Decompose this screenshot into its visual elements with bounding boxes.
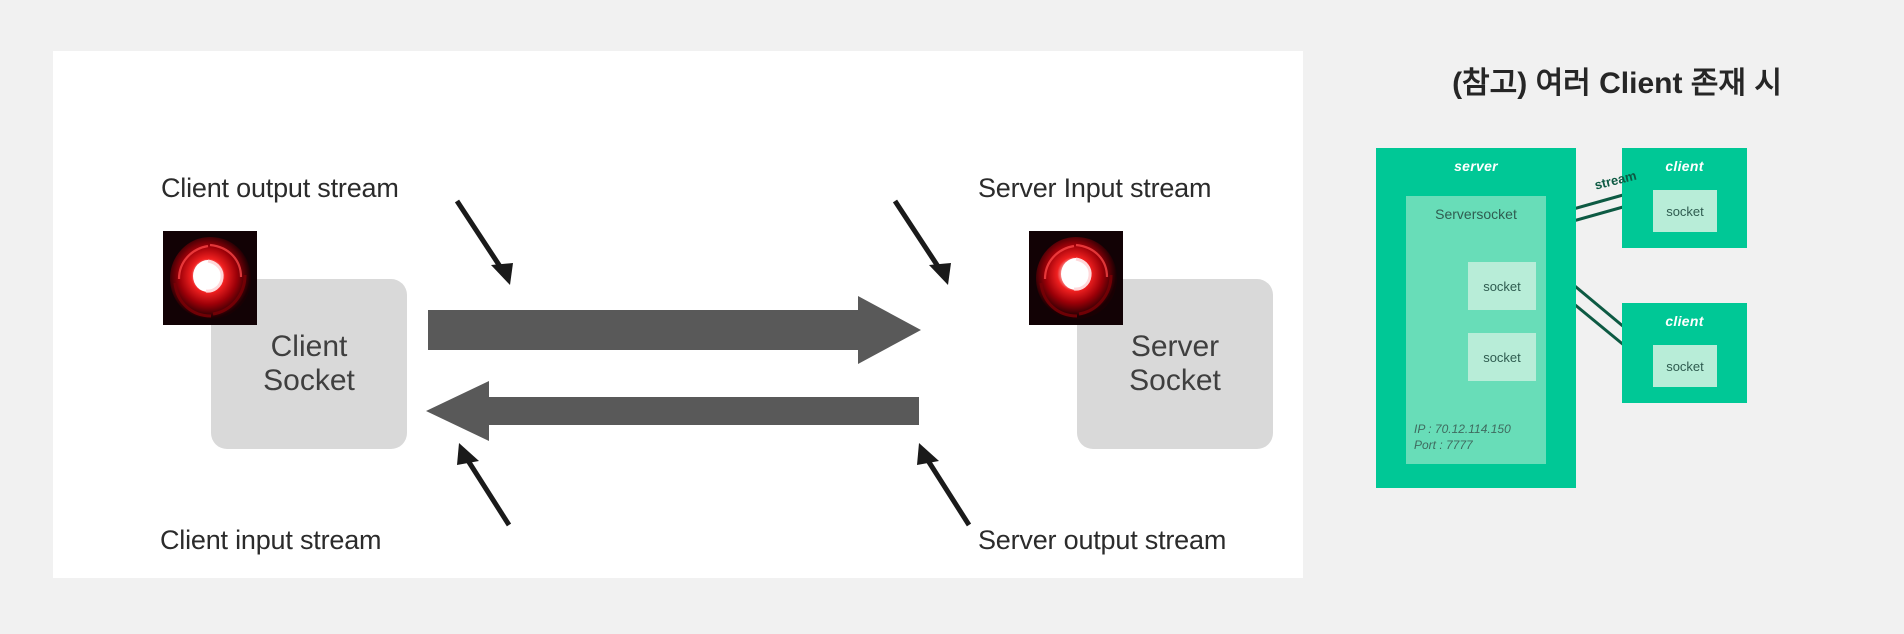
client-container-1: client socket (1622, 148, 1747, 248)
label-client-input-stream: Client input stream (160, 525, 382, 555)
label-client-output-stream: Client output stream (161, 173, 399, 203)
server-label: server (1454, 158, 1498, 174)
serversocket-container: Serversocket socket socket IP : 70.12.11… (1406, 196, 1546, 464)
arrow-client-to-server (428, 296, 921, 369)
server-ip: IP : 70.12.114.150 (1414, 422, 1511, 437)
socket-stream-panel: Client output stream Server Input stream… (53, 51, 1303, 578)
server-socket-line2: Socket (1129, 364, 1221, 397)
server-port: Port : 7777 (1414, 438, 1473, 453)
label-server-input-stream: Server Input stream (978, 173, 1212, 203)
pointer-arrow-server-input (891, 199, 971, 294)
server-container: server Serversocket socket socket IP : 7… (1376, 148, 1576, 488)
serversocket-label: Serversocket (1435, 206, 1517, 222)
client-socket-1: socket (1653, 190, 1717, 232)
client-socket-line1: Client (270, 330, 348, 364)
client-socket-line2: Socket (263, 364, 355, 397)
multi-client-section: (참고) 여러 Client 존재 시 server (1330, 0, 1904, 634)
red-swirl-icon (163, 231, 257, 325)
server-network-info: IP : 70.12.114.150 Port : 7777 (1414, 422, 1511, 454)
client-label-1: client (1665, 158, 1704, 174)
red-swirl-icon (1029, 231, 1123, 325)
server-socket-line1: Server (1130, 330, 1220, 364)
pointer-arrow-server-output (913, 439, 993, 534)
multi-client-title: (참고) 여러 Client 존재 시 (1452, 67, 1782, 100)
arrow-server-to-client (426, 381, 919, 446)
server-socket-1: socket (1468, 262, 1536, 310)
pointer-arrow-client-input (453, 439, 533, 534)
client-socket-2: socket (1653, 345, 1717, 387)
client-label-2: client (1665, 313, 1704, 329)
client-container-2: client socket (1622, 303, 1747, 403)
pointer-arrow-client-output (453, 199, 533, 294)
multi-client-diagram: server Serversocket socket socket IP : 7… (1330, 0, 1904, 634)
label-server-output-stream: Server output stream (978, 525, 1227, 555)
server-socket-2: socket (1468, 333, 1536, 381)
